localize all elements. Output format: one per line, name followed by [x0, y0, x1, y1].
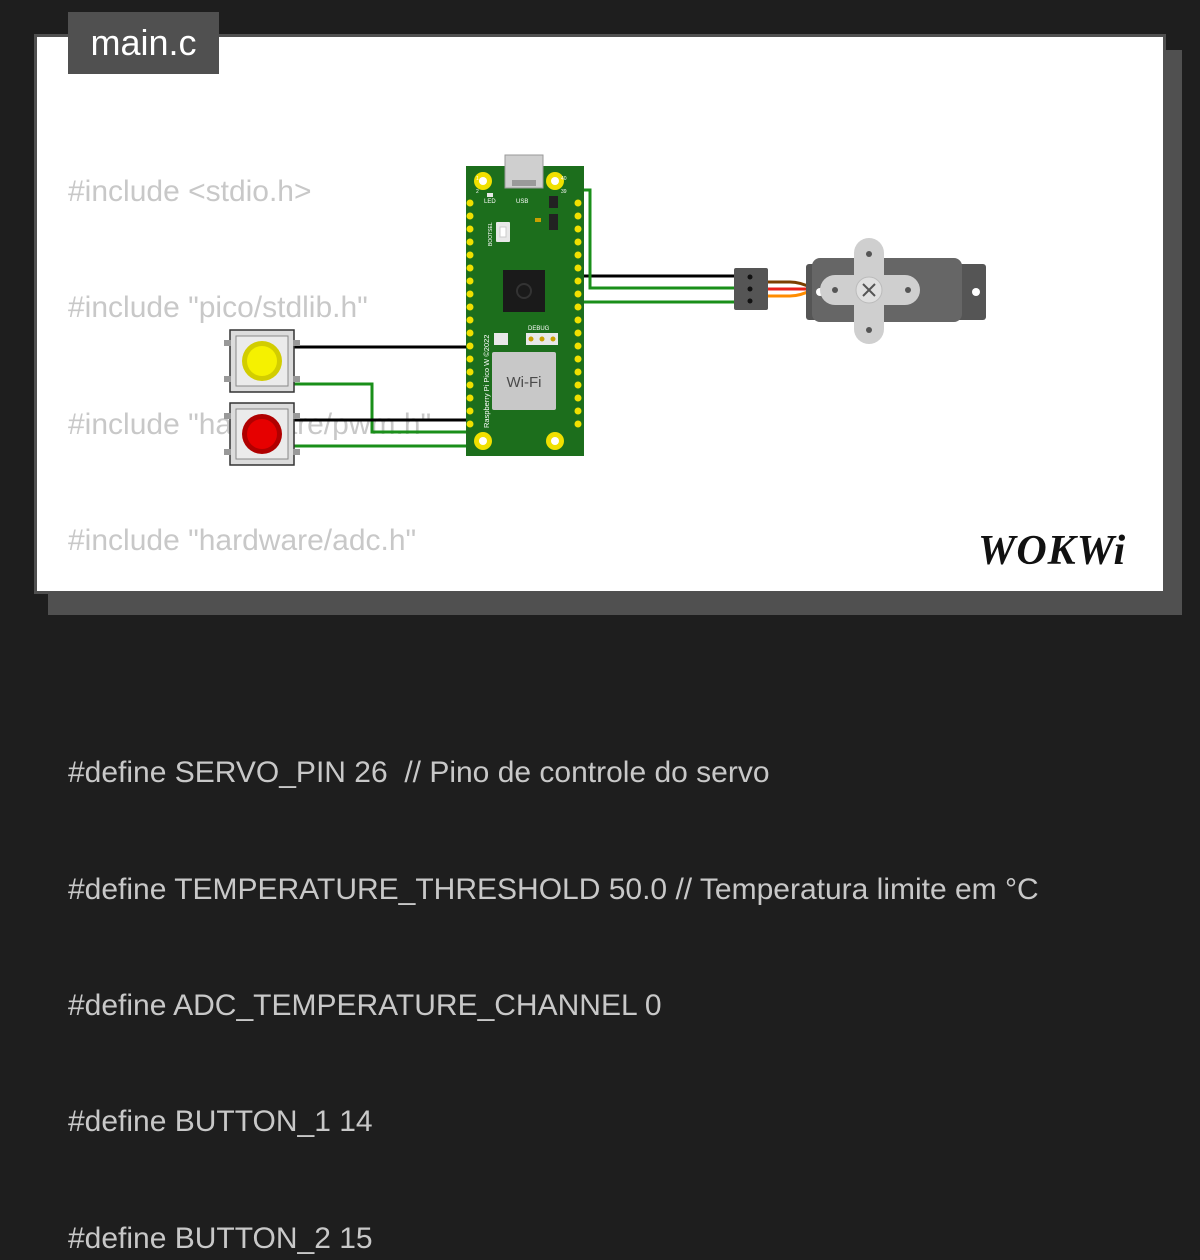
push-button-yellow[interactable] — [224, 329, 300, 393]
pin-label: 1 — [476, 176, 479, 182]
pin-label: 40 — [561, 176, 567, 182]
pico-w-board[interactable]: 1 2 40 39 LED USB BOOTSEL DEBUG Wi-Fi Ra… — [466, 154, 584, 456]
file-tab[interactable]: main.c — [68, 12, 219, 74]
servo-horn — [820, 238, 920, 344]
wires — [292, 188, 740, 448]
led-label: LED — [484, 199, 496, 205]
code-line: #define BUTTON_1 14 — [68, 1105, 373, 1139]
board-silkscreen: Raspberry Pi Pico W ©2022 — [482, 335, 491, 428]
usb-label: USB — [516, 199, 528, 205]
wifi-label: Wi-Fi — [507, 374, 542, 391]
button-cap — [247, 419, 277, 449]
bootsel-label: BOOTSEL — [488, 222, 494, 246]
pin-label: 2 — [476, 189, 479, 195]
wire-green-button-top — [292, 382, 470, 434]
circuit-diagram: 1 2 40 39 LED USB BOOTSEL DEBUG Wi-Fi Ra… — [224, 154, 986, 466]
wokwi-logo: WOKWi — [978, 528, 1126, 574]
wire-green-servo-1 — [578, 188, 740, 290]
wifi-module — [492, 352, 556, 410]
code-line: #define BUTTON_2 15 — [68, 1221, 373, 1255]
code-line: #include "hardware/adc.h" — [68, 523, 417, 557]
pin-label: 39 — [561, 189, 567, 195]
code-line — [68, 633, 1039, 681]
wokwi-logo-text: WOKWi — [978, 528, 1126, 574]
code-line: #define SERVO_PIN 26 // Pino de controle… — [68, 756, 770, 790]
servo-motor[interactable] — [734, 238, 986, 344]
push-button-red[interactable] — [224, 402, 300, 466]
debug-label: DEBUG — [528, 326, 550, 332]
code-line: #define ADC_TEMPERATURE_CHANNEL 0 — [68, 989, 662, 1023]
code-line: #define TEMPERATURE_THRESHOLD 50.0 // Te… — [68, 872, 1039, 906]
code-line: #include <stdio.h> — [68, 175, 312, 208]
led — [487, 193, 493, 197]
rp2040-chip — [503, 270, 545, 312]
button-cap — [247, 346, 277, 376]
code-line: #include "pico/stdlib.h" — [68, 291, 368, 325]
